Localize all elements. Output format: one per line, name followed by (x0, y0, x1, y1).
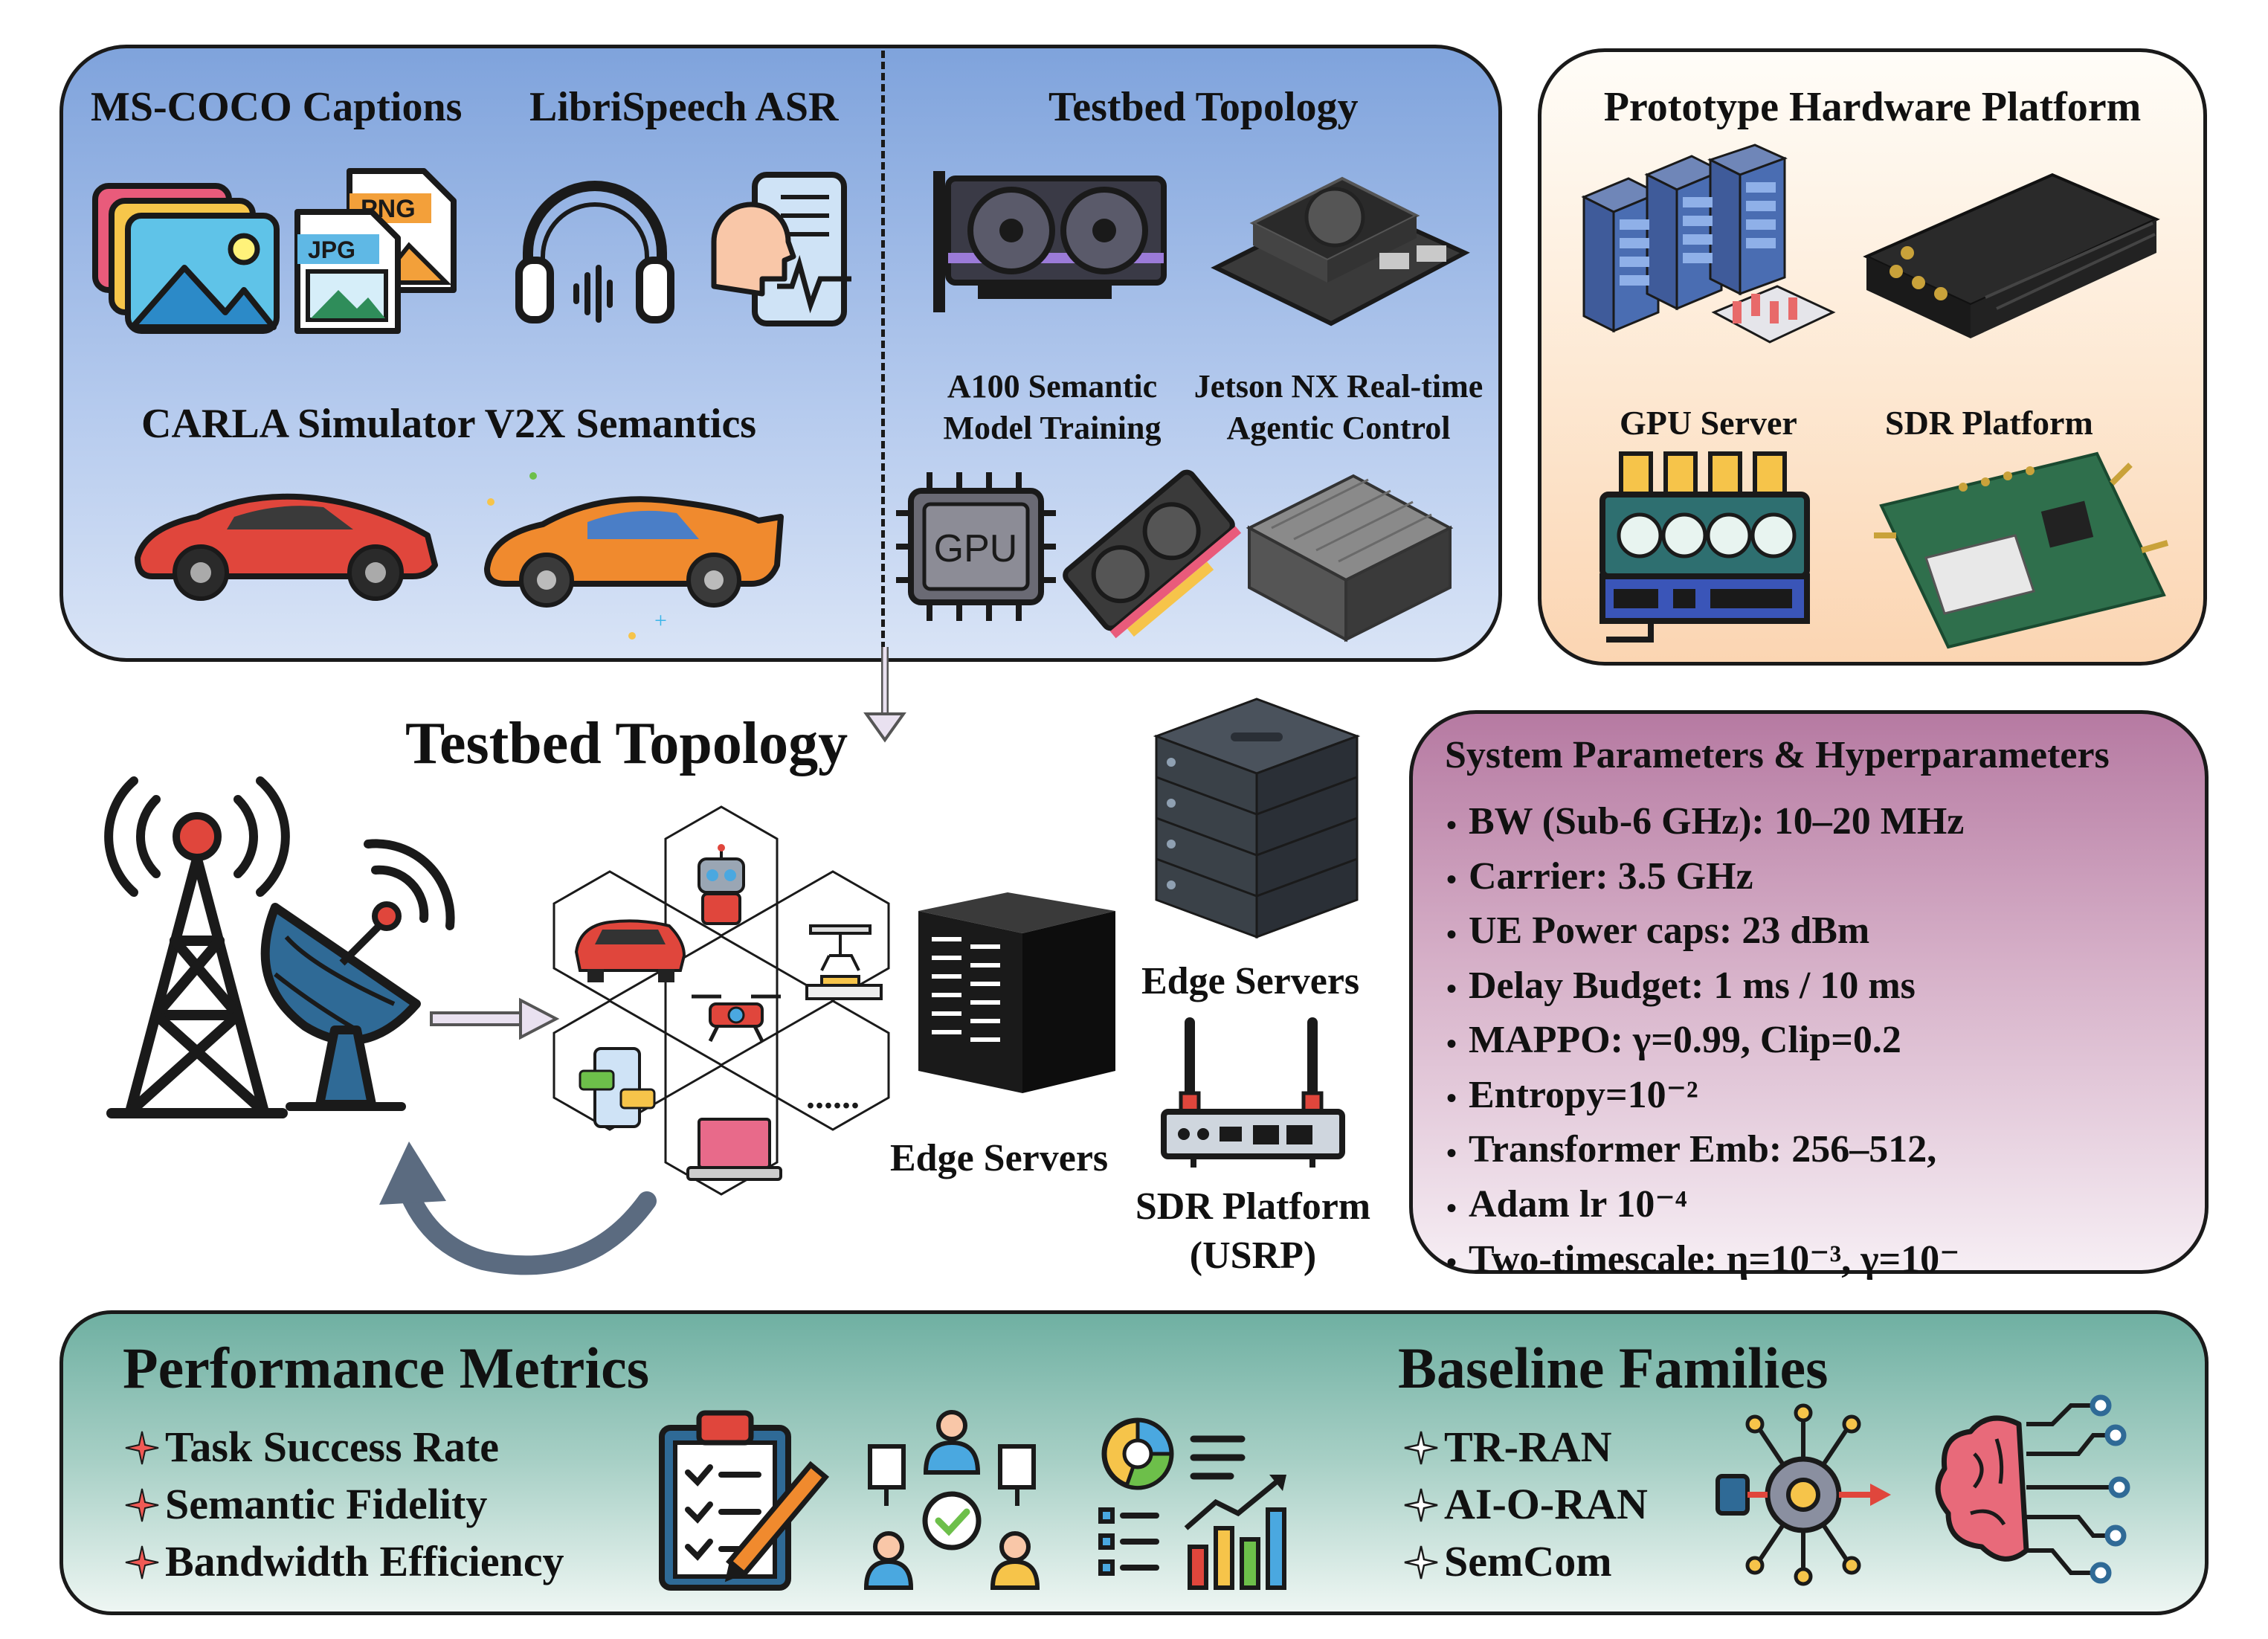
gpu-server-label: GPU Server (1620, 404, 1797, 442)
sparkle-decor (628, 632, 636, 640)
jetson-label: Jetson NX Real-time Agentic Control (1182, 366, 1495, 449)
sparkle-star-icon (125, 1488, 159, 1522)
a100-label-line1: A100 Semantic (947, 368, 1158, 405)
usrp-router-icon (1161, 1017, 1345, 1168)
baseline-item: SemCom (1398, 1533, 1648, 1590)
team-approval-icon (863, 1410, 1040, 1590)
metric-item: Semantic Fidelity (119, 1475, 564, 1533)
gpu-chip-icon: GPU (896, 472, 1056, 621)
dataset-label-librispeech: LibriSpeech ASR (529, 84, 839, 130)
parameters-panel-title: System Parameters & Hyperparameters (1445, 734, 2110, 776)
hardware-panel-title: Prototype Hardware Platform (1603, 84, 2142, 130)
dataset-label-carla: CARLA Simulator V2X Semantics (141, 401, 757, 447)
image-files-icon: PNG JPG (294, 168, 457, 334)
server-rack-icon (1581, 144, 1836, 344)
baselines-title: Baseline Families (1398, 1336, 1829, 1400)
jetson-label-line2: Agentic Control (1226, 410, 1451, 446)
hackrf-board-icon (1874, 451, 2169, 649)
parameter-item: •Carrier: 3.5 GHz (1446, 854, 1753, 898)
speech-recognition-icon (711, 172, 851, 326)
car-front-icon (574, 919, 686, 982)
device-hexagon-grid: ...... (552, 805, 890, 1196)
edge-servers-stack-label: Edge Servers (1141, 960, 1360, 1002)
parameter-item: •BW (Sub-6 GHz): 10–20 MHz (1446, 800, 1965, 843)
topology-title: Testbed Topology (405, 711, 848, 776)
edge-servers-rack-label: Edge Servers (890, 1137, 1109, 1179)
parameters-list: •BW (Sub-6 GHz): 10–20 MHz •Carrier: 3.5… (1446, 796, 1964, 1288)
clipboard-checklist-icon (659, 1410, 830, 1591)
panel-divider (881, 51, 885, 660)
smartphone-chat-icon (579, 1047, 656, 1128)
sparkle-outline-icon (1404, 1488, 1438, 1522)
sparkle-outline-icon (1404, 1545, 1438, 1580)
parameter-item: •Delay Budget: 1 ms / 10 ms (1446, 964, 1916, 1007)
down-arrow (863, 647, 906, 743)
robotic-arm-icon (805, 924, 883, 1000)
image-gallery-icon (92, 183, 280, 334)
gpu-chip-text: GPU (934, 527, 1018, 570)
sparkle-outline-icon (1404, 1431, 1438, 1465)
baseline-item: TR-RAN (1398, 1418, 1648, 1475)
sdr-platform-label: SDR Platform (1885, 404, 2093, 442)
edge-server-stack-icon (1153, 698, 1361, 939)
ai-gear-network-icon (1716, 1403, 1891, 1586)
tilted-graphics-card-icon (1063, 469, 1242, 639)
parameter-item: •UE Power caps: 23 dBm (1446, 909, 1870, 953)
parameter-item: •Two-timescale: η=10⁻³, γ=10⁻ (1446, 1237, 1960, 1281)
metrics-list: Task Success Rate Semantic Fidelity Band… (119, 1418, 564, 1590)
jetson-board-icon (1211, 176, 1470, 326)
sparkle-star-icon (125, 1431, 159, 1465)
sparkle-decor: + (654, 608, 667, 633)
metric-item: Task Success Rate (119, 1418, 564, 1475)
right-arrow (430, 997, 560, 1040)
analytics-dashboard-icon (1098, 1417, 1286, 1590)
usrp-label: SDR Platform (USRP) (1115, 1182, 1391, 1281)
parameter-item: •Adam lr 10⁻⁴ (1446, 1182, 1687, 1226)
headphones-icon (515, 181, 674, 323)
red-car-icon (135, 493, 438, 601)
jpg-text: JPG (308, 236, 355, 263)
parameters-panel (1409, 710, 2209, 1274)
orange-car-icon (484, 496, 784, 608)
brain-network-icon (1935, 1394, 2130, 1584)
usrp-label-line2: (USRP) (1189, 1234, 1317, 1277)
return-arrow (379, 1141, 657, 1275)
usrp-label-line1: SDR Platform (1135, 1185, 1371, 1228)
more-devices-ellipsis: ...... (806, 1077, 860, 1116)
parameter-item: •Transformer Emb: 256–512, (1446, 1128, 1937, 1171)
parameter-item: •MAPPO: γ=0.99, Clip=0.2 (1446, 1019, 1901, 1062)
cell-tower-icon (104, 776, 290, 1118)
baselines-list: TR-RAN AI-O-RAN SemCom (1398, 1418, 1648, 1590)
dataset-label-mscoco: MS-COCO Captions (91, 84, 463, 130)
edge-server-rack-icon (918, 892, 1115, 1093)
baseline-item: AI-O-RAN (1398, 1475, 1648, 1533)
jetson-label-line1: Jetson NX Real-time (1193, 368, 1483, 405)
graphics-card-icon (933, 171, 1167, 312)
satellite-dish-icon (260, 839, 455, 1111)
a100-label-line2: Model Training (943, 410, 1162, 446)
sparkle-decor (487, 498, 494, 506)
sdr-box-icon (1863, 173, 2160, 338)
drone-icon (692, 994, 781, 1043)
testbed-subheading: Testbed Topology (1048, 84, 1359, 130)
metrics-title: Performance Metrics (123, 1336, 650, 1400)
metric-item: Bandwidth Efficiency (119, 1533, 564, 1590)
laptop-icon (686, 1118, 782, 1181)
a100-label: A100 Semantic Model Training (933, 366, 1171, 449)
sparkle-decor (529, 472, 537, 480)
sparkle-star-icon (125, 1545, 159, 1580)
jetson-enclosure-icon (1246, 474, 1454, 643)
parameter-item: •Entropy=10⁻² (1446, 1073, 1698, 1116)
gpu-server-icon (1599, 451, 1810, 643)
robot-icon (698, 844, 745, 925)
